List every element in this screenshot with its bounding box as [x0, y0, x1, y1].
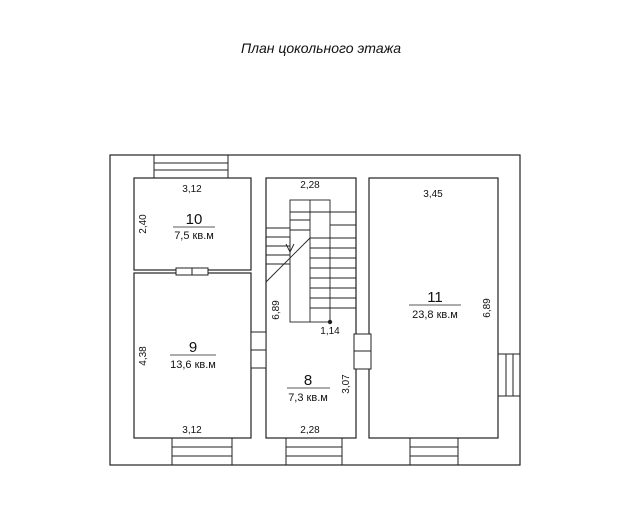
stair-marker — [327, 319, 333, 325]
room-8-area: 7,3 кв.м — [288, 392, 328, 404]
room-9-height: 4,38 — [138, 346, 149, 366]
room-8-number: 8 — [304, 372, 312, 389]
steps-right — [497, 353, 521, 397]
steps-top-left — [153, 154, 229, 179]
room-8-height: 6,89 — [271, 300, 282, 320]
room-9-area: 13,6 кв.м — [170, 359, 216, 371]
room-10-number: 10 — [186, 211, 203, 228]
room-11-width: 3,45 — [423, 189, 443, 200]
room-11-number: 11 — [427, 289, 443, 306]
stair-width: 1,14 — [320, 326, 340, 337]
staircase — [265, 199, 356, 323]
outer-wall — [109, 154, 521, 466]
room-8-partial-height: 3,07 — [341, 374, 352, 394]
steps-bottom-left — [171, 437, 233, 466]
room-10-area: 7,5 кв.м — [174, 230, 214, 242]
room-9-width: 3,12 — [182, 425, 202, 436]
room-10-height: 2,40 — [138, 214, 149, 234]
steps-bottom-right — [409, 437, 459, 466]
room-8-width-top: 2,28 — [300, 180, 320, 191]
room-10-width: 3,12 — [182, 184, 202, 195]
room-8-width-bottom: 2,28 — [300, 425, 320, 436]
room-11-height: 6,89 — [482, 298, 493, 318]
room-11-outline — [368, 177, 499, 439]
room-11-area: 23,8 кв.м — [412, 309, 458, 321]
room-9-number: 9 — [189, 339, 197, 356]
plan-title: План цокольного этажа — [240, 40, 402, 56]
steps-bottom-middle — [285, 437, 343, 466]
